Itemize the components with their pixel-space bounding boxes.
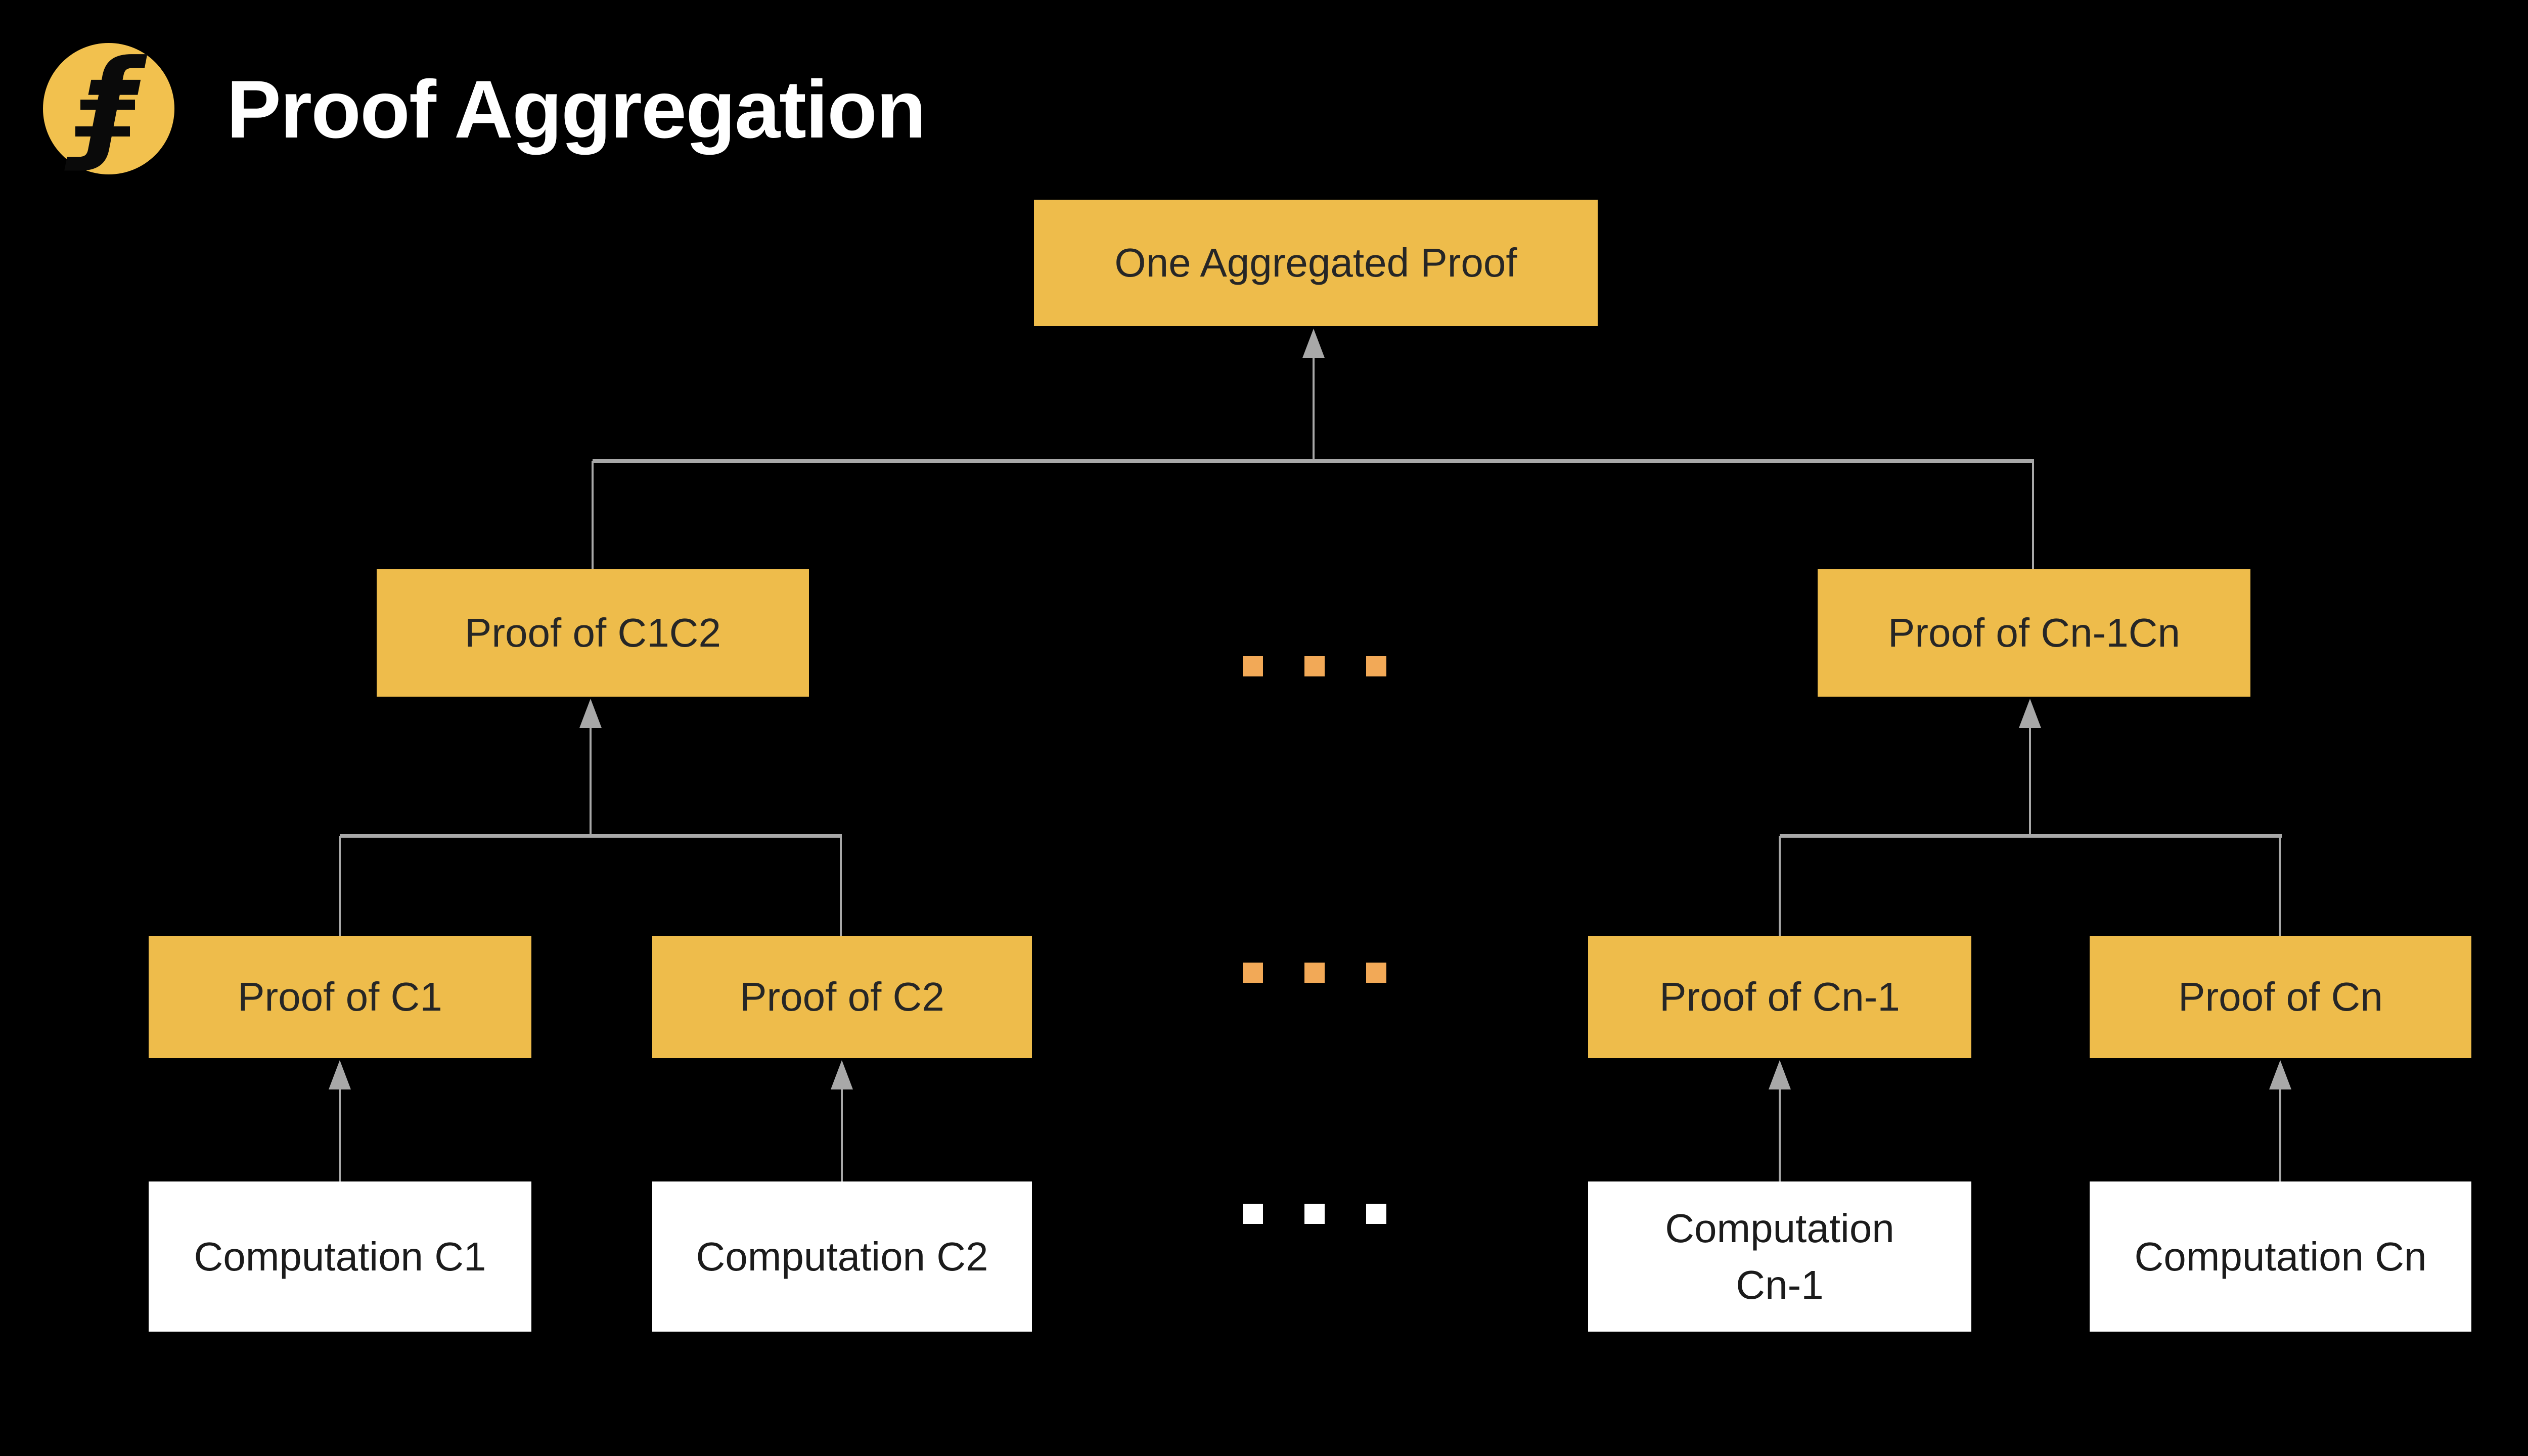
arrow-to-proof-cn-shaft xyxy=(2279,1085,2281,1181)
node-computation-cn: Computation Cn xyxy=(2090,1181,2471,1332)
connector-top-vline-left xyxy=(592,461,594,570)
arrow-to-proof-c1c2-shaft xyxy=(590,724,592,836)
node-proof-c2: Proof of C2 xyxy=(652,936,1032,1058)
arrow-to-proof-c2-shaft xyxy=(841,1085,843,1181)
arrow-to-proof-cn-head xyxy=(2269,1060,2291,1089)
connector-right-vline-left xyxy=(1779,836,1781,936)
node-proof-cn1cn: Proof of Cn-1Cn xyxy=(1818,569,2250,697)
ellipsis-dot xyxy=(1304,656,1325,676)
arrow-to-root-shaft xyxy=(1313,354,1315,461)
connector-top-vline-right xyxy=(2032,461,2034,570)
node-proof-cn: Proof of Cn xyxy=(2090,936,2471,1058)
node-proof-c1c2: Proof of C1C2 xyxy=(377,569,809,697)
arrow-to-proof-cn1cn-shaft xyxy=(2029,724,2031,836)
node-computation-c2: Computation C2 xyxy=(652,1181,1032,1332)
node-one-aggregated-proof: One Aggregated Proof xyxy=(1034,200,1598,326)
node-computation-c1: Computation C1 xyxy=(149,1181,531,1332)
connector-left-vline-left xyxy=(339,836,341,936)
page-title: Proof Aggregation xyxy=(227,64,926,155)
connector-top-hline xyxy=(593,459,2034,463)
connector-right-vline-right xyxy=(2279,836,2281,936)
arrow-to-proof-c1-shaft xyxy=(339,1085,341,1181)
logo-crossbar-top xyxy=(80,100,135,110)
arrow-to-proof-c2-head xyxy=(831,1060,853,1089)
ellipsis-dot xyxy=(1304,963,1325,983)
logo-crossbar-bottom xyxy=(75,126,130,136)
connector-left-vline-right xyxy=(840,836,842,936)
node-computation-cn1: Computation Cn-1 xyxy=(1588,1181,1971,1332)
ellipsis-dot xyxy=(1304,1204,1325,1224)
arrow-to-proof-cn1-head xyxy=(1769,1060,1791,1089)
arrow-to-proof-c1c2-head xyxy=(579,699,602,728)
ellipsis-dot xyxy=(1243,656,1263,676)
node-proof-cn1: Proof of Cn-1 xyxy=(1588,936,1971,1058)
ellipsis-dot xyxy=(1243,1204,1263,1224)
arrow-to-root-head xyxy=(1302,329,1325,358)
ellipsis-dot xyxy=(1243,963,1263,983)
node-proof-c1: Proof of C1 xyxy=(149,936,531,1058)
ellipsis-dot xyxy=(1366,1204,1386,1224)
arrow-to-proof-c1-head xyxy=(329,1060,351,1089)
ellipsis-dot xyxy=(1366,963,1386,983)
arrow-to-proof-cn1-shaft xyxy=(1779,1085,1781,1181)
arrow-to-proof-cn1cn-head xyxy=(2019,699,2041,728)
filecoin-logo: ƒ xyxy=(43,43,174,174)
ellipsis-dot xyxy=(1366,656,1386,676)
